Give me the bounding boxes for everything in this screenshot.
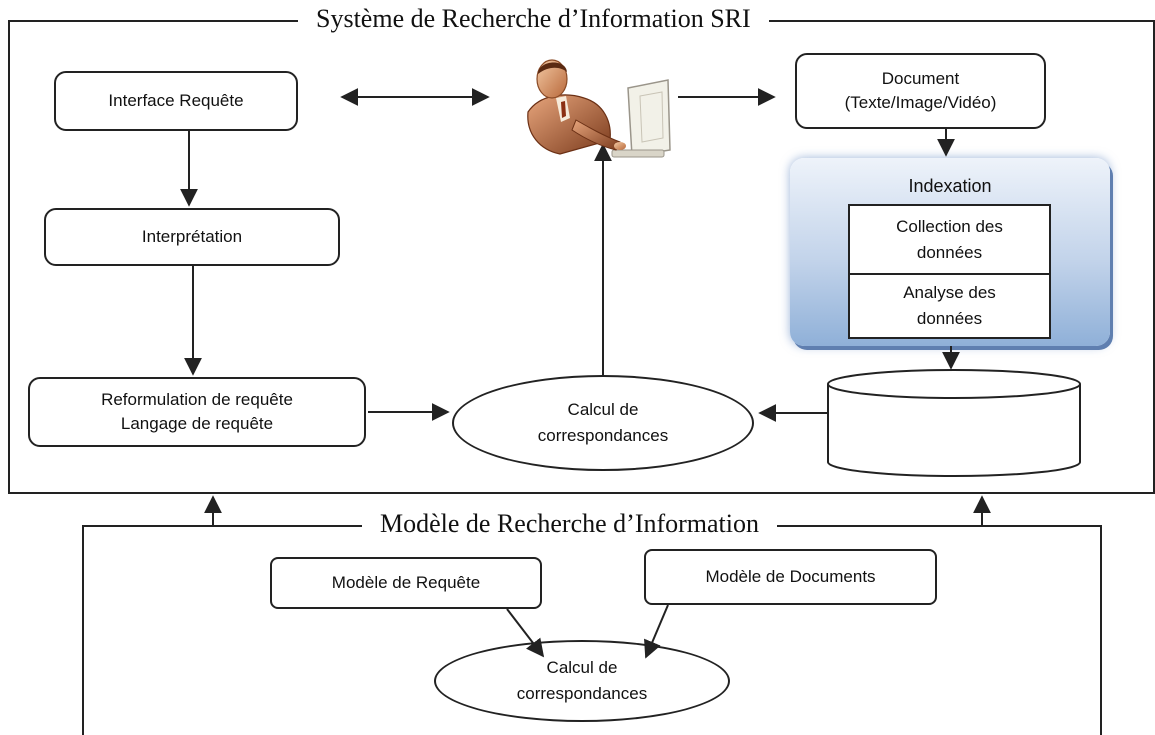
indexation-title: Indexation bbox=[908, 176, 992, 196]
interpretation-label: Interprétation bbox=[141, 227, 243, 246]
modele-documents-label: Modèle de Documents bbox=[705, 567, 876, 586]
sri-title: Système de Recherche d’Information SRI bbox=[298, 4, 769, 34]
index-cylinder bbox=[827, 369, 1081, 477]
collection-line-2: données bbox=[916, 242, 983, 262]
interface-requete-box: Interface Requête bbox=[54, 71, 298, 131]
document-line-2: (Texte/Image/Vidéo) bbox=[844, 93, 997, 112]
arrow-query-model-to-calcul bbox=[506, 608, 545, 658]
modele-requete-label: Modèle de Requête bbox=[331, 573, 481, 592]
document-line-1: Document bbox=[881, 69, 960, 88]
collection-donnees-box: Collection des données bbox=[848, 204, 1051, 275]
reformulation-line-1: Reformulation de requête bbox=[101, 390, 293, 409]
analyse-line-2: données bbox=[916, 309, 983, 328]
calcul-line-2: correspondances bbox=[537, 426, 669, 445]
document-box: Document (Texte/Image/Vidéo) bbox=[795, 53, 1046, 129]
model-calcul-line-2: correspondances bbox=[516, 684, 648, 703]
collection-line-1: Collection des bbox=[896, 216, 1003, 236]
user-at-computer-icon bbox=[527, 59, 671, 158]
reformulation-box: Reformulation de requête Langage de requ… bbox=[28, 377, 366, 447]
model-calcul-ellipse: Calcul de correspondances bbox=[434, 640, 730, 722]
arrow-doc-model-to-calcul bbox=[644, 604, 669, 659]
interface-requete-label: Interface Requête bbox=[108, 91, 244, 110]
analyse-line-1: Analyse des bbox=[903, 283, 996, 302]
reformulation-line-2: Langage de requête bbox=[120, 414, 274, 433]
interpretation-box: Interprétation bbox=[44, 208, 340, 266]
analyse-donnees-box: Analyse des données bbox=[848, 273, 1051, 339]
model-calcul-line-1: Calcul de bbox=[546, 658, 618, 677]
calcul-line-1: Calcul de bbox=[567, 400, 639, 419]
modele-documents-box: Modèle de Documents bbox=[644, 549, 937, 605]
model-title: Modèle de Recherche d’Information bbox=[362, 509, 778, 539]
calcul-correspondances-ellipse: Calcul de correspondances bbox=[452, 375, 754, 471]
modele-requete-box: Modèle de Requête bbox=[270, 557, 542, 609]
